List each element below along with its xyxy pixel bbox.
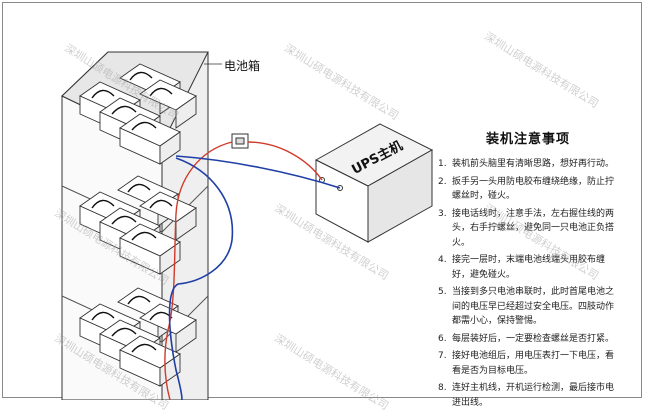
note-text: 连好主机线，开机运行检测，最后接市电进出线。 <box>452 383 615 408</box>
installation-notes: 装机注意事项 1. 装机前头脑里有清晰思路，想好再行动。 2. 扳手另一头用防电胶布… <box>438 128 618 413</box>
note-text: 接完一层时，末端电池线端头用胶布缠好，避免碰火。 <box>452 255 606 280</box>
note-number: 4. <box>438 255 447 265</box>
ups-unit <box>314 123 434 243</box>
note-number: 3. <box>438 208 447 219</box>
breaker <box>231 133 249 149</box>
note-item: 8. 连好主机线，开机运行检测，最后接市电进出线。 <box>438 381 618 410</box>
note-text: 接电话线时，注意手法，左右握住线的两头，右手拧螺丝，避免同一只电池正负搭火。 <box>452 208 615 248</box>
battery <box>139 303 197 353</box>
note-item: 4. 接完一层时，末端电池线端头用胶布缠好，避免碰火。 <box>438 253 618 282</box>
cabinet-label: 电池箱 <box>224 59 261 73</box>
note-item: 3. 接电话线时，注意手法，左右握住线的两头，右手拧螺丝，避免同一只电池正负搭火。 <box>438 207 618 251</box>
note-number: 5. <box>438 287 447 297</box>
battery-tier-2 <box>79 175 197 275</box>
note-text: 扳手另一头用防电胶布缠绕绝缘，防止拧螺丝时，碰火。 <box>452 176 615 202</box>
note-number: 6. <box>438 333 447 344</box>
battery <box>119 113 181 165</box>
blue-wire <box>168 155 341 400</box>
note-text: 接好电池组后，用电压表打一下电压，看看是否为目标电压。 <box>452 351 615 376</box>
note-item: 5. 当接到多只电池串联时，此时首尾电池之间的电压早已经超过安全电压。四肢动作都需… <box>438 285 618 329</box>
red-wire <box>164 141 323 400</box>
image-frame <box>2 2 642 398</box>
battery <box>139 79 197 129</box>
battery <box>139 191 197 241</box>
note-item: 7. 接好电池组后，用电压表打一下电压，看看是否为目标电压。 <box>438 349 618 378</box>
note-text: 装机前头脑里有清晰思路，想好再行动。 <box>452 159 615 169</box>
note-item: 2. 扳手另一头用防电胶布缠绕绝缘，防止拧螺丝时，碰火。 <box>438 175 618 204</box>
note-text: 每层装好后，一定要检查螺丝是否打紧。 <box>452 333 615 344</box>
note-number: 2. <box>438 176 447 187</box>
note-number: 7. <box>438 351 447 361</box>
battery <box>119 223 181 275</box>
note-number: 1. <box>438 159 447 169</box>
notes-list: 1. 装机前头脑里有清晰思路，想好再行动。 2. 扳手另一头用防电胶布缠绕绝缘，防止… <box>438 157 618 410</box>
note-number: 8. <box>438 383 447 393</box>
battery-wiring-diagram: UPS主机 <box>61 51 434 400</box>
note-text: 当接到多只电池串联时，此时首尾电池之间的电压早已经超过安全电压。四肢动作都需小心… <box>452 287 615 326</box>
note-item: 6. 每层装好后，一定要检查螺丝是否打紧。 <box>438 332 618 347</box>
note-item: 1. 装机前头脑里有清晰思路，想好再行动。 <box>438 157 618 172</box>
notes-title: 装机注意事项 <box>485 132 570 147</box>
battery-link-cables <box>91 71 173 353</box>
